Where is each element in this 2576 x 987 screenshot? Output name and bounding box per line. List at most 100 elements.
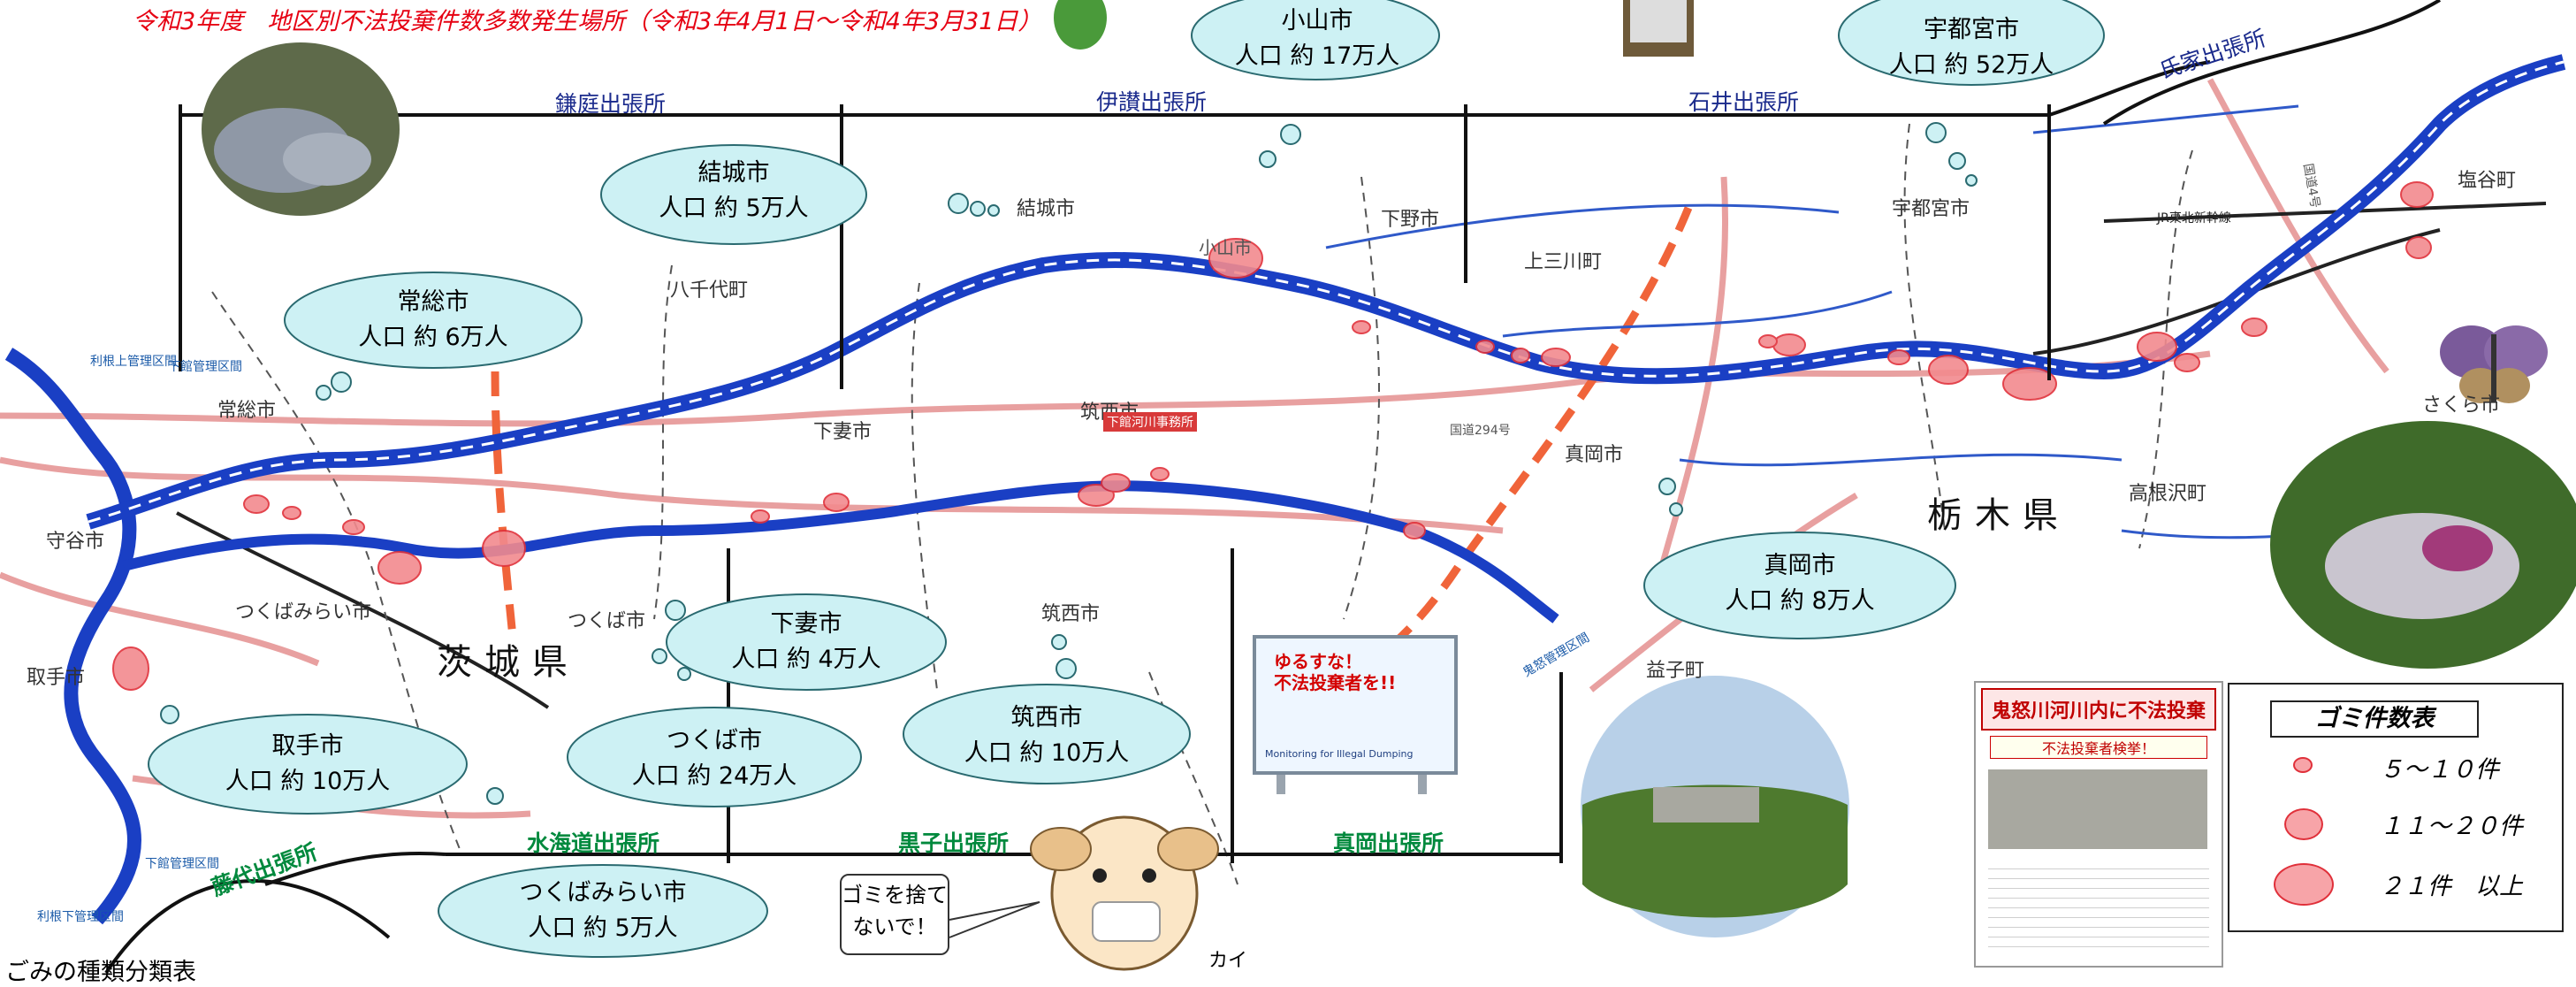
- place-sakura: さくら市: [2422, 394, 2501, 417]
- cloud-city-name: 結城市: [697, 159, 770, 187]
- population-clouds: [148, 0, 2105, 958]
- office-kamaniwa: 鎌庭出張所: [555, 91, 667, 117]
- sign-legs: [1277, 768, 1427, 794]
- place-kaminokawa: 上三川町: [1524, 251, 1603, 273]
- office-moka: 真岡出張所: [1333, 830, 1444, 856]
- character-name: カイ: [1208, 950, 1248, 972]
- cloud-yuki: 結城市 人口 約 5万人: [628, 156, 840, 226]
- kinu-river-center: [88, 60, 2565, 524]
- legend-title: ゴミ件数表: [2270, 700, 2479, 738]
- poster-headline: 鬼怒川河川内に不法投棄: [1981, 688, 2216, 731]
- cloud-city-name: つくば市: [667, 727, 762, 754]
- cloud-city-name: 小山市: [1281, 7, 1353, 34]
- cloud-shimotsuma: 下妻市 人口 約 4万人: [700, 607, 912, 677]
- note-oyama: 小山市: [1199, 237, 1252, 258]
- place-tsukubamirai: つくばみらい市: [235, 601, 372, 624]
- place-tsukuba: つくば市: [568, 610, 646, 632]
- poster-subheadline: 不法投棄者検挙！: [1990, 736, 2207, 759]
- cloud-population: 人口 約 6万人: [358, 324, 508, 351]
- page-title: 令和3年度 地区別不法投棄件数多数発生場所（令和3年4月1日～令和4年3月31日…: [133, 8, 1042, 35]
- photo-top-sign-post: [1623, 0, 1694, 57]
- place-moka: 真岡市: [1565, 444, 1624, 466]
- place-shimotsuke: 下野市: [1381, 209, 1440, 231]
- cloud-oyama: 小山市 人口 約 17万人: [1220, 4, 1414, 74]
- cloud-population: 人口 約 17万人: [1234, 42, 1400, 70]
- cloud-city-name: 真岡市: [1764, 552, 1836, 579]
- legend-row-medium: １１～２０件: [2380, 813, 2523, 840]
- cloud-bubbles: [160, 122, 1978, 805]
- hotspots: [112, 181, 2434, 691]
- prefecture-tochigi: 栃木県: [1927, 495, 2070, 536]
- photo-dumped-clothes: [2270, 421, 2576, 669]
- poster-flyer: 鬼怒川河川内に不法投棄 不法投棄者検挙！: [1974, 681, 2223, 968]
- cloud-city-name: つくばみらい市: [519, 879, 687, 907]
- office-kuroko: 黒子出張所: [898, 830, 1010, 856]
- cloud-city-name: 取手市: [271, 732, 344, 760]
- cloud-population: 人口 約 4万人: [731, 646, 881, 673]
- cloud-city-name: 筑西市: [1010, 704, 1083, 731]
- photo-top-parrot: [1054, 0, 1107, 50]
- rail-lines: [176, 202, 2547, 709]
- photo-concrete-rubble: [1581, 676, 1849, 937]
- cloud-city-name: 宇都宮市: [1924, 16, 2019, 43]
- kokai-river: [122, 480, 1559, 624]
- note-shinkansen: JR東北新幹線: [2157, 211, 2231, 226]
- place-mashiko: 益子町: [1646, 660, 1705, 682]
- cloud-population: 人口 約 52万人: [1888, 51, 2054, 79]
- place-shioya: 塩谷町: [2458, 170, 2517, 192]
- kai-speech-bubble: ゴミを捨て ないで！: [840, 874, 949, 955]
- prefecture-ibaraki: 茨城県: [437, 642, 580, 683]
- note-shimodate-office: 下館河川事務所: [1103, 412, 1197, 432]
- warning-sign: ゆるすな！ 不法投棄者を!! Monitoring for Illegal Du…: [1253, 635, 1458, 775]
- sign-line-1: ゆるすな！: [1274, 651, 1362, 672]
- cloud-population: 人口 約 8万人: [1725, 587, 1875, 615]
- butterfly-icon: [2440, 325, 2548, 403]
- prefecture-border-west: [491, 371, 517, 638]
- legend-row-small: ５～１０件: [2380, 756, 2499, 784]
- note-route294: 国道294号: [1450, 424, 1511, 438]
- place-yachiyo: 八千代町: [670, 279, 749, 302]
- note-tone-upper: 利根上管理区間: [90, 355, 177, 369]
- speech-line-1: ゴミを捨て: [842, 883, 948, 907]
- place-moriya: 守谷市: [46, 531, 105, 553]
- legend-dot-small: [2293, 757, 2313, 773]
- kai-character-icon: [1030, 815, 1219, 971]
- speech-pointer: [949, 901, 1040, 938]
- legend-row-large: ２１件 以上: [2380, 873, 2523, 900]
- cloud-population: 人口 約 10万人: [225, 768, 391, 795]
- prefecture-border: [1350, 206, 1693, 677]
- cloud-population: 人口 約 5万人: [528, 914, 678, 942]
- place-yuki: 結城市: [1017, 198, 1076, 220]
- cloud-population: 人口 約 24万人: [631, 762, 797, 790]
- legend-dot-medium: [2284, 808, 2323, 840]
- footer-caption: ごみの種類分類表: [5, 959, 196, 986]
- photo-garbage-bags: [202, 42, 400, 216]
- office-isan: 伊讃出張所: [1096, 89, 1208, 115]
- cloud-joso: 常総市 人口 約 6万人: [318, 285, 548, 356]
- place-chikusei-south: 筑西市: [1041, 603, 1101, 625]
- place-joso: 常総市: [217, 400, 277, 422]
- prefecture-outline-bottom: [104, 878, 391, 975]
- road-network: [0, 78, 2389, 819]
- tone-river: [4, 348, 141, 925]
- place-shimotsuma: 下妻市: [813, 421, 873, 443]
- prefecture-outline: [2102, 0, 2442, 126]
- cloud-chikusei: 筑西市 人口 約 10万人: [941, 700, 1153, 771]
- speech-line-2: ないで！: [852, 914, 937, 939]
- note-shimodate-2: 下館管理区間: [145, 857, 219, 871]
- cloud-tsukubamirai: つくばみらい市 人口 約 5万人: [488, 876, 718, 946]
- cloud-population: 人口 約 5万人: [659, 195, 809, 222]
- place-utsunomiya: 宇都宮市: [1892, 198, 1970, 220]
- cloud-tsukuba: つくば市 人口 約 24万人: [608, 723, 820, 794]
- cloud-population: 人口 約 10万人: [964, 739, 1130, 767]
- office-mitsukaido: 水海道出張所: [527, 830, 660, 856]
- cloud-moka: 真岡市 人口 約 8万人: [1694, 548, 1906, 619]
- place-toride: 取手市: [27, 667, 86, 689]
- place-takanezawa: 高根沢町: [2129, 483, 2207, 505]
- office-ishii: 石井出張所: [1688, 89, 1800, 115]
- poster-body-text: [1988, 860, 2209, 948]
- sign-small-text: Monitoring for Illegal Dumping: [1265, 748, 1414, 760]
- cloud-toride: 取手市 人口 約 10万人: [193, 729, 423, 800]
- note-tone-lower: 利根下管理区間: [37, 910, 124, 924]
